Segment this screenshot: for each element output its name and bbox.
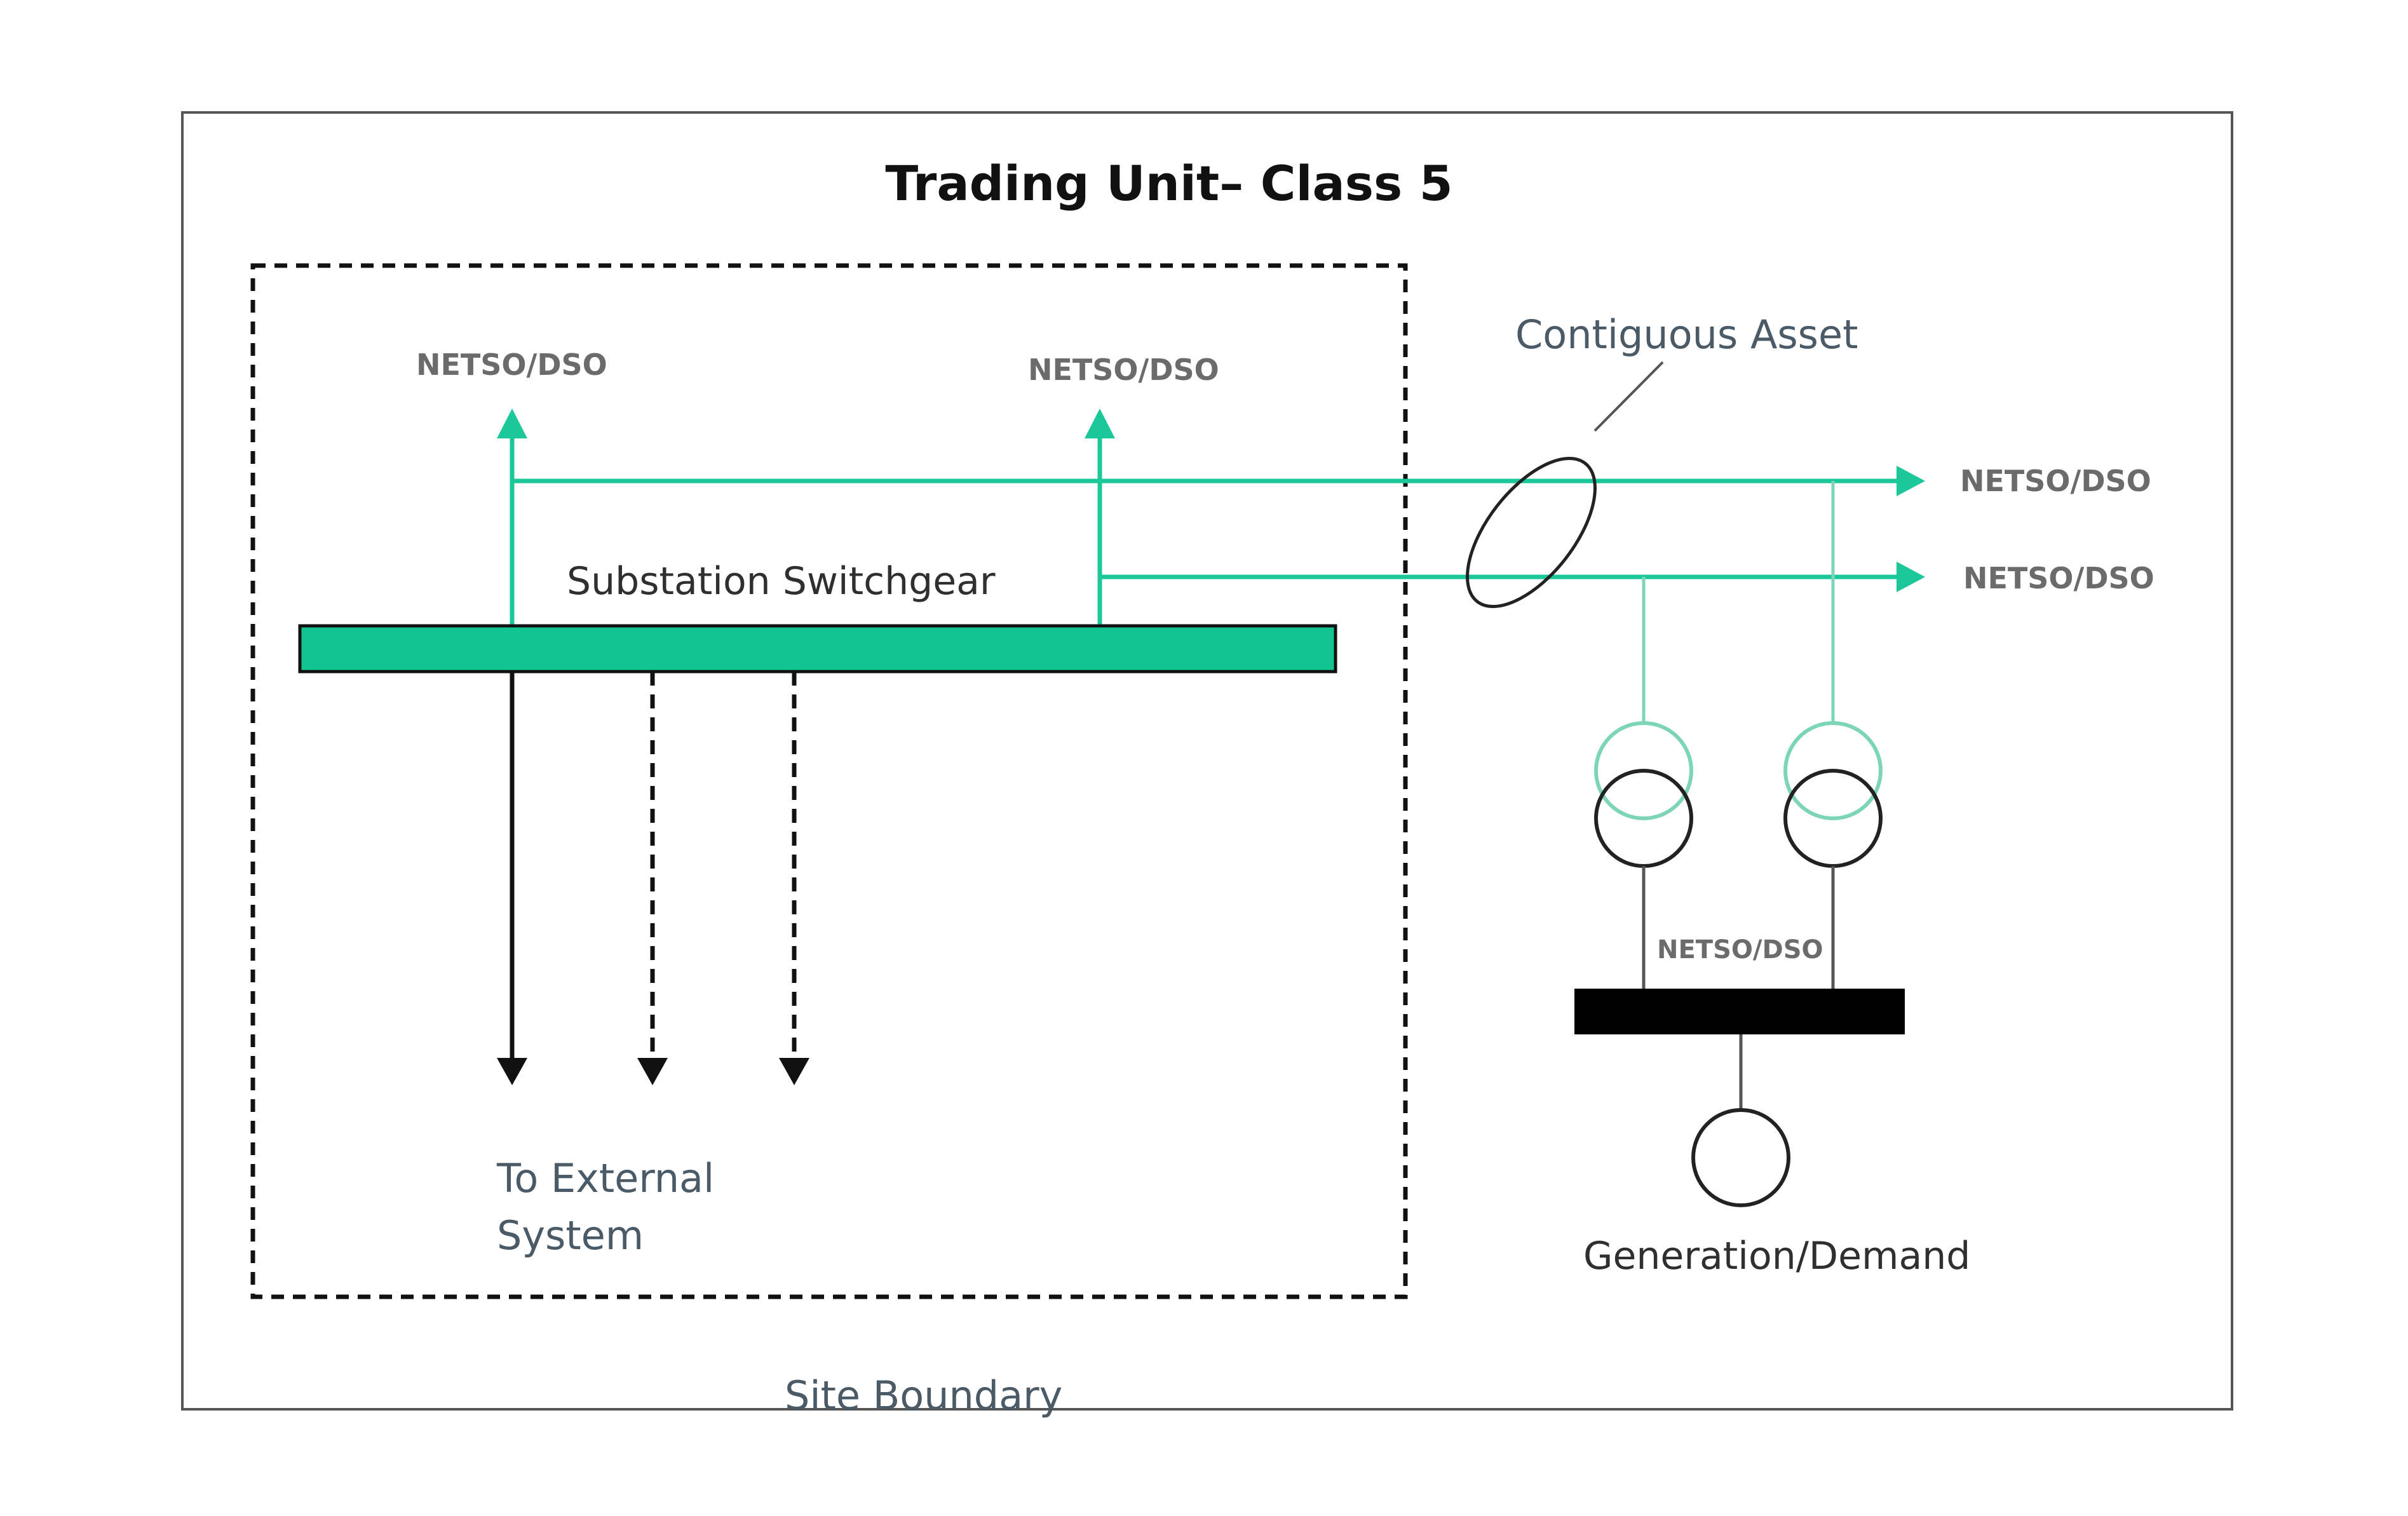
generation-demand-label: Generation/Demand — [1583, 1234, 1970, 1278]
transformer-right-primary-winding — [1783, 721, 1883, 820]
netso-label-top-mid: NETSO/DSO — [1028, 353, 1219, 387]
netso-label-top-left: NETSO/DSO — [416, 348, 607, 382]
transformer-left-primary-winding — [1594, 721, 1693, 820]
dashed-down-arrowhead-2 — [779, 1058, 809, 1085]
to-external-label-line2: System — [497, 1212, 644, 1259]
site-boundary-label: Site Boundary — [785, 1372, 1062, 1419]
lower-feeder-arrowhead — [1897, 562, 1925, 592]
mid-riser-arrowhead — [1085, 409, 1115, 438]
generation-busbar — [1574, 989, 1905, 1034]
solid-down-arrowhead — [497, 1058, 527, 1085]
contiguous-asset-label: Contiguous Asset — [1515, 311, 1858, 358]
contiguous-asset-ellipse — [1466, 456, 1597, 609]
generation-demand-circle — [1691, 1108, 1790, 1207]
netso-label-right-lower: NETSO/DSO — [1963, 561, 2154, 595]
netso-label-bottom-bus: NETSO/DSO — [1657, 935, 1823, 964]
upper-feeder-arrowhead — [1897, 466, 1925, 496]
dashed-site-boundary — [250, 263, 1408, 1299]
dashed-down-arrowhead-1 — [637, 1058, 668, 1085]
contiguous-asset-pointer — [1593, 361, 1664, 432]
left-riser-arrowhead — [497, 409, 527, 438]
site-boundary-frame — [181, 111, 2233, 1411]
substation-switchgear-label: Substation Switchgear — [567, 559, 996, 604]
diagram-title: Trading Unit– Class 5 — [885, 155, 1452, 212]
netso-label-right-upper: NETSO/DSO — [1960, 464, 2151, 498]
substation-busbar — [298, 624, 1337, 673]
to-external-label-line1: To External — [496, 1155, 714, 1201]
